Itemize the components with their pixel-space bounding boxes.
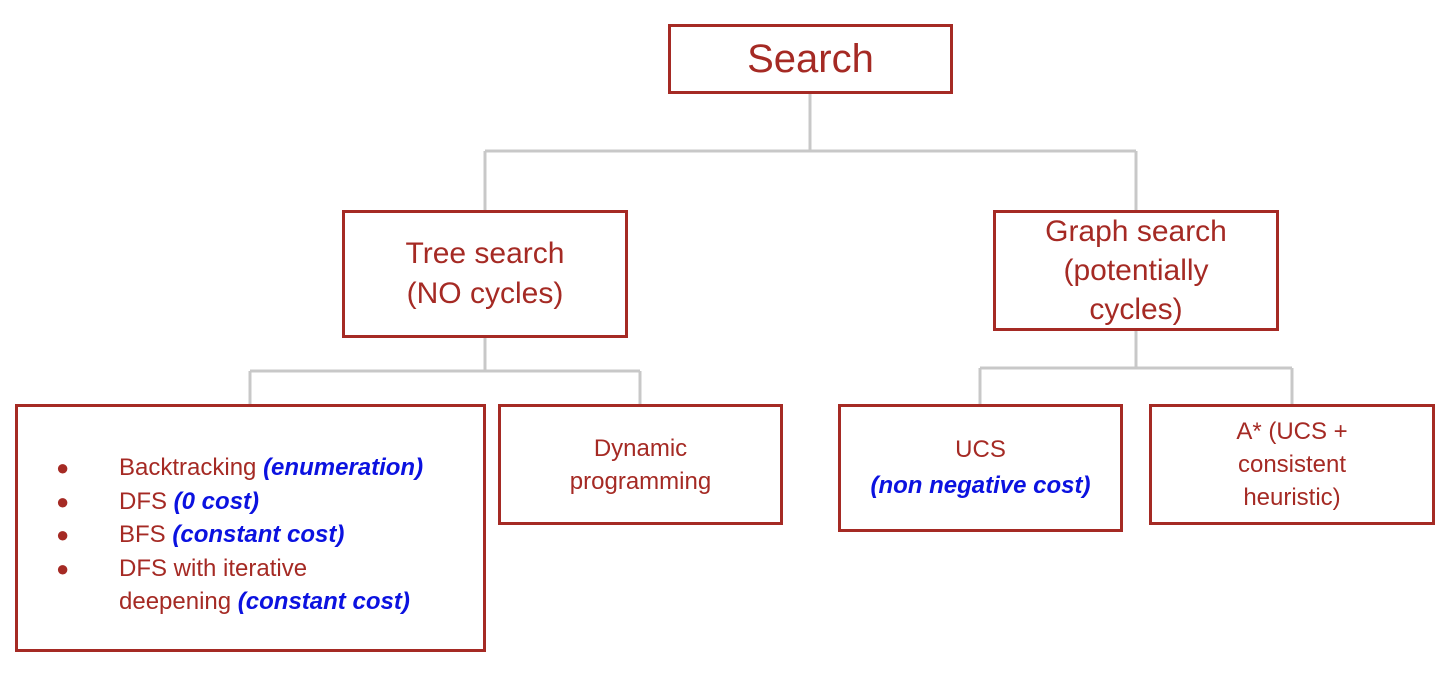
bullet-icon: ● <box>56 488 70 514</box>
list-item-dfs: ● DFS (0 cost) <box>56 485 423 519</box>
ucs-node: UCS (non negative cost) <box>838 404 1123 532</box>
search-node-label: Search <box>747 36 874 81</box>
tree-search-title: Tree search <box>405 237 565 270</box>
bullet-icon: ● <box>56 522 70 547</box>
graph-search-line-1: Graph search <box>1045 215 1227 248</box>
list-item-bfs: ● BFS (constant cost) <box>56 518 423 552</box>
dynamic-programming-line-1: Dynamic <box>593 434 688 462</box>
connector-root-to-children <box>483 94 1138 210</box>
connector-tree-to-children <box>248 338 642 404</box>
tree-algorithms-node: ● Backtracking (enumeration) ● DFS (0 co… <box>15 404 486 652</box>
tree-algorithms-list: ● Backtracking (enumeration) ● DFS (0 co… <box>56 451 423 619</box>
algorithm-name: Backtracking <box>119 454 257 481</box>
algorithm-name: BFS <box>119 521 166 548</box>
list-item-dfs-iterative-deepening: ● DFS with iterative deepening (constant… <box>56 552 423 619</box>
graph-search-node: Graph search (potentially cycles) <box>993 210 1279 331</box>
ucs-label: UCS <box>955 436 1006 463</box>
algorithm-name: DFS with iterative <box>119 554 308 582</box>
algorithm-note: (0 cost) <box>173 487 260 515</box>
graph-search-line-2: (potentially <box>1063 254 1209 287</box>
graph-search-line-3: cycles) <box>1089 293 1183 326</box>
astar-line-3: heuristic) <box>1243 484 1341 511</box>
algorithm-note: (constant cost) <box>237 588 410 615</box>
connector-graph-to-children <box>978 331 1294 404</box>
tree-search-node: Tree search (NO cycles) <box>342 210 628 338</box>
dynamic-programming-line-2: programming <box>569 467 712 495</box>
astar-line-2: consistent <box>1237 451 1347 478</box>
algorithm-name: DFS <box>119 487 167 515</box>
ucs-note: (non negative cost) <box>870 472 1091 499</box>
dynamic-programming-node: Dynamic programming <box>498 404 783 525</box>
list-item-backtracking: ● Backtracking (enumeration) <box>56 451 423 485</box>
bullet-icon: ● <box>56 555 70 581</box>
algorithm-note: (enumeration) <box>263 454 424 481</box>
tree-search-subtitle: (NO cycles) <box>406 277 564 310</box>
astar-node: A* (UCS + consistent heuristic) <box>1149 404 1435 525</box>
algorithm-note: (constant cost) <box>172 521 345 548</box>
search-node: Search <box>668 24 953 94</box>
algorithm-name-continued: deepening <box>119 588 232 615</box>
bullet-icon: ● <box>56 455 70 480</box>
astar-line-1: A* (UCS + <box>1236 418 1348 445</box>
